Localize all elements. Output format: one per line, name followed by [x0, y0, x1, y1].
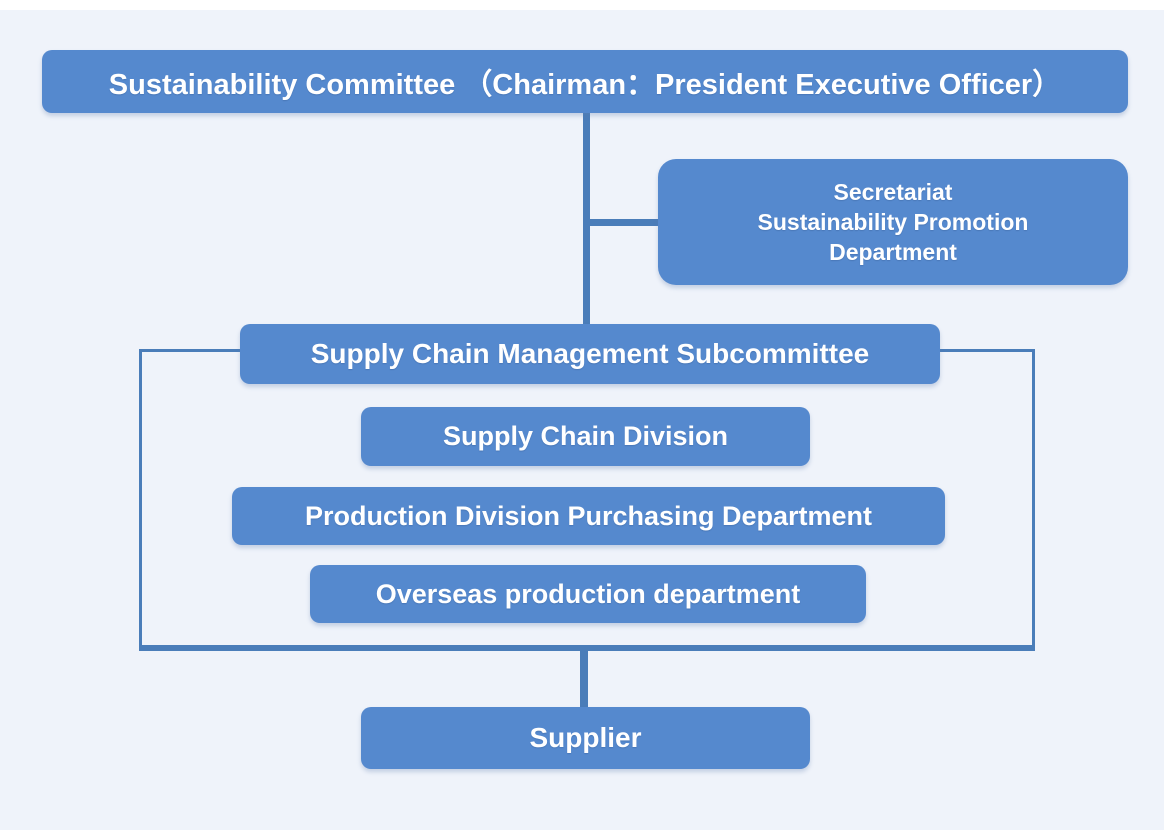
node-sustainability-committee-label: Sustainability Committee （Chairman：Presi…: [108, 68, 1062, 101]
node-secretariat: Secretariat Sustainability Promotion Dep…: [658, 159, 1128, 285]
node-supplier-label: Supplier: [529, 722, 642, 753]
node-supply-chain-division-label: Supply Chain Division: [442, 421, 729, 451]
node-supply-chain-management-subcommittee: Supply Chain Management Subcommittee: [240, 324, 940, 384]
node-overseas-production-department: Overseas production department: [310, 565, 866, 623]
node-supply-chain-management-subcommittee-label: Supply Chain Management Subcommittee: [310, 338, 870, 369]
node-supplier: Supplier: [361, 707, 810, 769]
node-secretariat-label-line3: Department: [829, 239, 957, 265]
connector-group-to-supplier: [580, 650, 588, 708]
node-secretariat-label-line1: Secretariat: [833, 179, 953, 205]
node-secretariat-label-line2: Sustainability Promotion: [757, 209, 1029, 235]
node-sustainability-committee: Sustainability Committee （Chairman：Presi…: [42, 50, 1128, 113]
page-top-strip: [0, 0, 1164, 10]
node-production-division-purchasing-department-label: Production Division Purchasing Departmen…: [304, 500, 873, 531]
node-supply-chain-division: Supply Chain Division: [361, 407, 810, 466]
node-overseas-production-department-label: Overseas production department: [375, 578, 801, 609]
connector-committee-to-secretariat: [586, 219, 662, 226]
node-production-division-purchasing-department: Production Division Purchasing Departmen…: [232, 487, 945, 545]
